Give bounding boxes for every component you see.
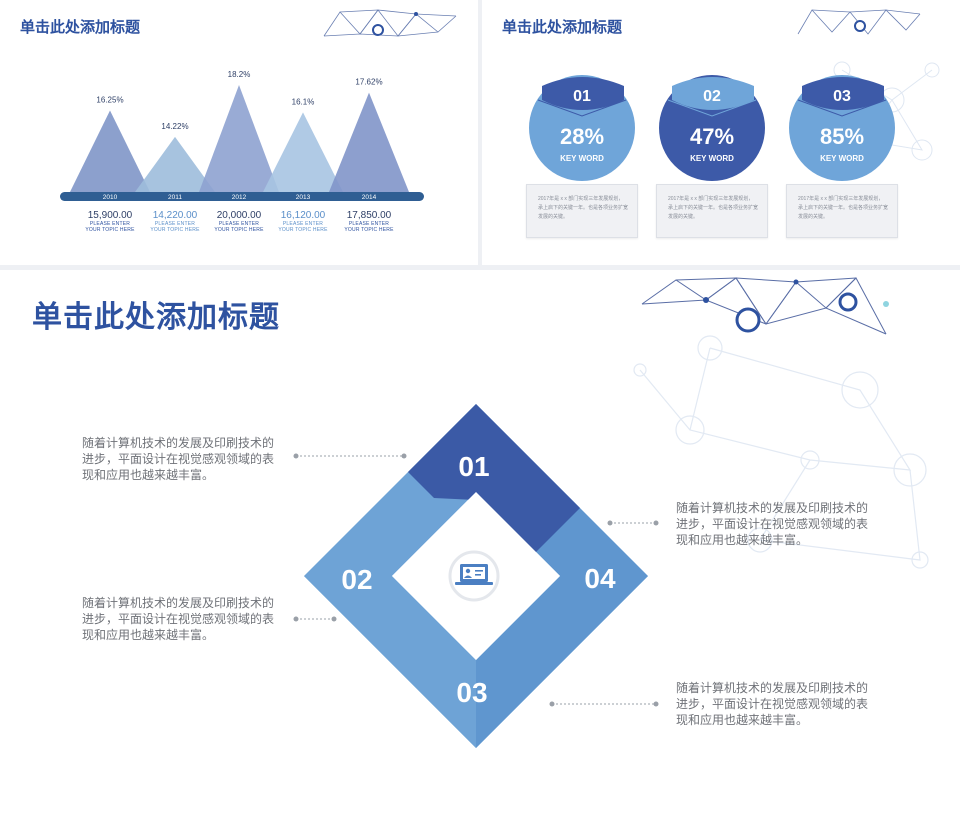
connector-dot <box>293 453 299 459</box>
connector-dot <box>653 520 659 526</box>
network-decoration <box>641 277 889 335</box>
chart-axis-bar <box>60 192 424 201</box>
percent-circle-02: 02 47% KEY WORD <box>659 75 765 181</box>
circle-percent: 85% <box>820 124 864 149</box>
text-block-bottom-left: 随着计算机技术的发展及印刷技术的进步，平面设计在视觉感观领域的表现和应用也越来越… <box>82 596 275 642</box>
amount-value: 16,120.00 <box>280 210 326 221</box>
diamond-diagram: 01 02 03 04 <box>293 404 659 748</box>
network-decoration <box>797 9 921 35</box>
diamond-segment-01 <box>408 404 580 556</box>
circle-percent: 47% <box>690 124 734 149</box>
segment-number-01: 01 <box>458 451 489 482</box>
amount-value: 14,220.00 <box>152 210 198 221</box>
amount-caption: YOUR TOPIC HERE <box>344 227 394 233</box>
text-block-top-left: 随着计算机技术的发展及印刷技术的进步，平面设计在视觉感观领域的表现和应用也越来越… <box>82 436 275 482</box>
circle-keyword: KEY WORD <box>560 154 604 163</box>
circle-number: 02 <box>703 88 721 105</box>
amount-caption: PLEASE ENTER <box>218 221 260 227</box>
connector-dot <box>607 520 613 526</box>
connector-dot <box>549 701 555 707</box>
connector-dot <box>653 701 659 707</box>
segment-number-02: 02 <box>341 564 372 595</box>
circle-number: 01 <box>573 88 591 105</box>
amount-caption: YOUR TOPIC HERE <box>278 227 328 233</box>
connector-dot <box>401 453 407 459</box>
chart-peak-2011 <box>135 136 215 192</box>
percent-circle-01: 01 28% KEY WORD <box>529 75 635 181</box>
amount-caption: PLEASE ENTER <box>348 221 390 227</box>
description-card-03: 2017年是 x x 部门实现三年发展规划，承上启下的关键一年。也是各项业务扩宽… <box>786 184 898 238</box>
chart-peak-2013 <box>263 112 343 192</box>
amount-caption: YOUR TOPIC HERE <box>85 227 135 233</box>
network-background <box>633 335 929 569</box>
computer-user-icon <box>448 550 500 602</box>
connector-dot <box>293 616 299 622</box>
text-block-right-middle: 随着计算机技术的发展及印刷技术的进步，平面设计在视觉感观领域的表现和应用也越来越… <box>676 501 869 547</box>
connector-dot <box>331 616 337 622</box>
chart-value-label: 14.22% <box>161 122 188 131</box>
amount-caption: YOUR TOPIC HERE <box>214 227 264 233</box>
circle-percent: 28% <box>560 124 604 149</box>
chart-value-label: 16.1% <box>292 97 315 106</box>
amount-caption: PLEASE ENTER <box>89 221 131 227</box>
chart-value-label: 17.62% <box>355 78 382 87</box>
chart-peak-2010 <box>70 110 150 192</box>
circle-number: 03 <box>833 88 851 105</box>
amount-value: 20,000.00 <box>216 210 262 221</box>
amount-caption: PLEASE ENTER <box>282 221 324 227</box>
slide-3: 单击此处添加标题 01 02 03 04 随着计算机技术的发展及印刷技术的进步，平面设… <box>0 270 960 816</box>
amount-caption: PLEASE ENTER <box>154 221 196 227</box>
slide-2: 单击此处添加标题 01 28% KEY WORD 2017年是 x x 部门实现三年发… <box>482 0 960 265</box>
amount-value: 15,900.00 <box>87 210 133 221</box>
circle-keyword: KEY WORD <box>690 154 734 163</box>
chart-peak-2014 <box>329 92 409 192</box>
slide-1: 单击此处添加标题 16.25% 14.22% 18.2% 16.1% 17.62% 201… <box>0 0 478 265</box>
description-card-01: 2017年是 x x 部门实现三年发展规划，承上启下的关键一年。也是各项业务扩宽… <box>526 184 638 238</box>
circle-keyword: KEY WORD <box>820 154 864 163</box>
segment-number-03: 03 <box>456 677 487 708</box>
chart-year-label: 2013 <box>296 194 311 201</box>
text-block-bottom-right: 随着计算机技术的发展及印刷技术的进步，平面设计在视觉感观领域的表现和应用也越来越… <box>676 681 869 727</box>
network-decoration <box>323 9 457 37</box>
chart-year-label: 2011 <box>168 194 182 201</box>
chart-value-label: 18.2% <box>228 70 251 79</box>
amount-caption: YOUR TOPIC HERE <box>150 227 200 233</box>
chart-year-label: 2014 <box>362 194 377 201</box>
chart-peak-2012 <box>199 85 279 192</box>
amount-value: 17,850.00 <box>346 210 392 221</box>
percent-circle-03: 03 85% KEY WORD <box>789 75 895 181</box>
slide-title: 单击此处添加标题 <box>32 301 280 334</box>
description-card-02: 2017年是 x x 部门实现三年发展规划，承上启下的关键一年。也是各项业务扩宽… <box>656 184 768 238</box>
slide-title: 单击此处添加标题 <box>20 19 141 36</box>
chart-value-label: 16.25% <box>96 95 123 104</box>
bar-peak-chart: 16.25% 14.22% 18.2% 16.1% 17.62% 2010 2011 2012… <box>60 70 424 201</box>
slide-title: 单击此处添加标题 <box>502 19 623 36</box>
chart-year-label: 2010 <box>103 194 118 201</box>
chart-year-label: 2012 <box>232 194 247 201</box>
segment-number-04: 04 <box>584 563 616 594</box>
